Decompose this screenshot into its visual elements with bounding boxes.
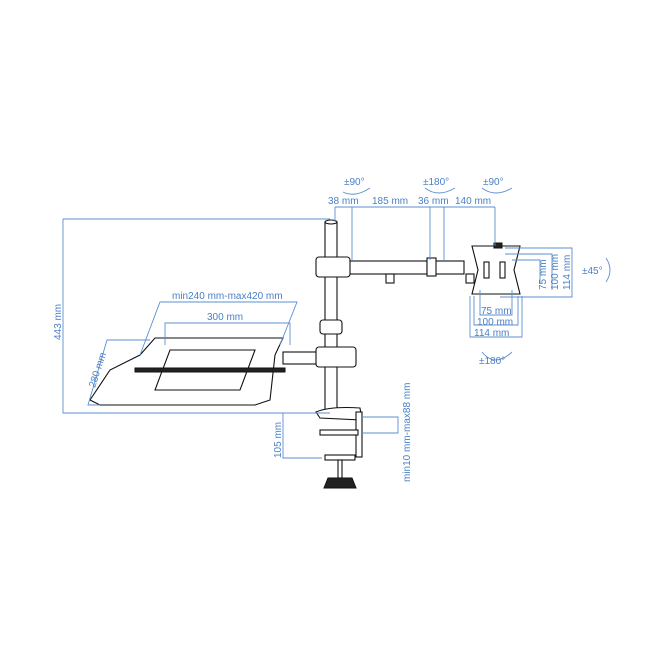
vesa-h100-label: 100 mm [550, 254, 561, 290]
product-drawing [89, 219, 521, 489]
vesa-v75-label: 75 mm [481, 306, 512, 317]
rotation-label-joint: ±180° [423, 177, 449, 188]
clamp-pad [324, 454, 356, 461]
vesa-v114-label: 114 mm [474, 328, 509, 339]
vesa-h75-label: 75 mm [538, 259, 549, 290]
vesa-plate [471, 245, 521, 295]
pole-collar-upper [315, 256, 351, 278]
tray-rail [134, 367, 286, 373]
rotation-label-vesa-swivel: ±180° [479, 356, 505, 367]
vesa-v100-label: 100 mm [477, 317, 513, 328]
tray-adjust-label: min240 mm-max420 mm [172, 291, 283, 302]
dimension-lines-part [500, 247, 573, 298]
rotation-label-vesa-rotate: ±45° [582, 266, 603, 277]
pole-offset-label: 38 mm [328, 196, 359, 207]
dimension-lines-part [282, 412, 322, 459]
arm2-length-label: 140 mm [455, 196, 491, 207]
upper-arm-1 [344, 260, 428, 275]
total-height-label: 443 mm [53, 304, 64, 340]
clamp-thickness-label: min10 mm-max88 mm [402, 383, 413, 482]
dimension-lines-part [342, 187, 611, 361]
dimension-lines-part [87, 339, 150, 406]
vesa-slot [483, 261, 490, 279]
tray-width-label: 300 mm [207, 312, 243, 323]
dimension-lines-part [62, 218, 330, 414]
upper-arm-2 [433, 260, 465, 275]
clamp-top [315, 406, 363, 421]
vesa-slot [499, 261, 506, 279]
cable-collar [319, 319, 343, 335]
arm-joint [426, 257, 437, 277]
arm1-length-label: 185 mm [372, 196, 408, 207]
vesa-h114-label: 114 mm [562, 255, 573, 290]
rotation-label-arm1: ±90° [344, 177, 365, 188]
dimension-lines [62, 187, 611, 459]
dimension-lines-part [469, 290, 523, 338]
clamp-screw [337, 459, 343, 479]
pole [324, 221, 338, 413]
joint-length-label: 36 mm [418, 196, 449, 207]
pole-collar-lower [315, 346, 357, 368]
pole-cap [324, 219, 338, 225]
clamp-plate [319, 429, 359, 436]
clamp-knob [323, 477, 357, 489]
cable-clip-2 [465, 273, 475, 284]
dimension-labels: ±90° ±180° ±90° ±45° ±180° 38 mm 185 mm … [53, 177, 603, 482]
dimension-lines-part [139, 301, 298, 356]
rotation-label-tilt: ±90° [483, 177, 504, 188]
cable-clip [385, 273, 395, 284]
dimension-lines-part [334, 206, 496, 260]
tilt-knob [493, 242, 503, 249]
dimension-lines-part [362, 416, 399, 434]
clamp-height-label: 105 mm [273, 422, 284, 458]
